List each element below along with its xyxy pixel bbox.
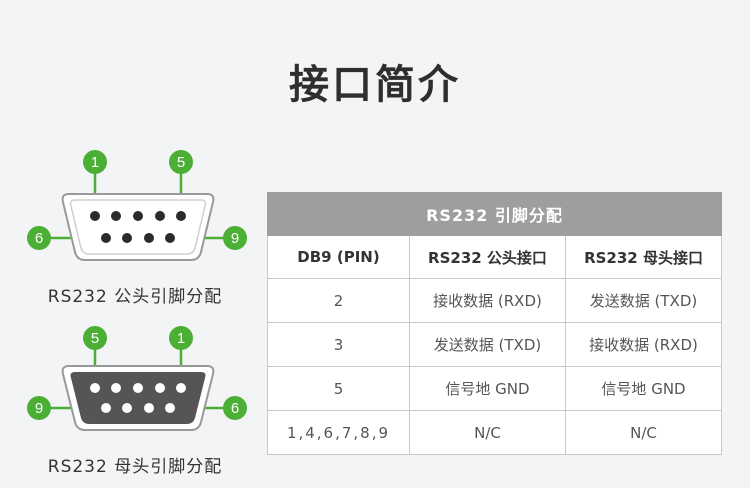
male-function-cell: 发送数据 (TXD): [409, 322, 566, 367]
header-female-interface: RS232 母头接口: [564, 235, 723, 279]
male-pin-5-badge: [169, 150, 193, 174]
male-pin-1-badge: [83, 150, 107, 174]
male-connector-drawing: 1 5 6 9: [27, 150, 247, 261]
pin-number-cell: 5: [267, 366, 410, 411]
female-pin-9-badge: [27, 396, 51, 420]
pin-assignment-table: RS232 引脚分配 DB9 (PIN) RS232 公头接口 RS232 母头…: [266, 192, 723, 455]
male-pin-6-badge: [27, 226, 51, 250]
female-function-cell: N/C: [564, 410, 723, 455]
page-title: 接口简介: [289, 62, 461, 108]
table-title: RS232 引脚分配: [266, 192, 723, 236]
male-connector-diagram: 1 5 6 9: [25, 148, 255, 278]
pin-number-cell: 2: [267, 278, 410, 323]
male-pin-9-badge: [223, 226, 247, 250]
male-label-bottom-left: 6: [35, 230, 43, 247]
pin-number-cell: 1,4,6,7,8,9: [267, 410, 410, 455]
table-row: 3 发送数据 (TXD) 接收数据 (RXD): [267, 322, 723, 367]
female-label-bottom-left: 9: [35, 400, 43, 417]
female-function-cell: 信号地 GND: [564, 366, 723, 411]
female-pin-5-badge: [83, 326, 107, 350]
male-label-bottom-right: 9: [231, 230, 239, 247]
male-connector-caption: RS232 公头引脚分配: [47, 287, 223, 307]
female-connector-caption: RS232 母头引脚分配: [47, 457, 223, 477]
female-function-cell: 发送数据 (TXD): [564, 278, 723, 323]
header-db9-pin: DB9 (PIN): [267, 235, 410, 279]
male-shell: [61, 193, 215, 261]
table-row: 1,4,6,7,8,9 N/C N/C: [267, 410, 723, 455]
female-label-top-right: 1: [177, 330, 185, 347]
female-function-cell: 接收数据 (RXD): [564, 322, 723, 367]
female-connector-diagram: 5 1 9 6: [25, 324, 255, 454]
female-label-bottom-right: 6: [231, 400, 239, 417]
female-pins: [90, 383, 186, 413]
male-function-cell: N/C: [409, 410, 566, 455]
table-header-row: DB9 (PIN) RS232 公头接口 RS232 母头接口: [267, 235, 723, 279]
female-label-top-left: 5: [91, 330, 99, 347]
female-pin-1-badge: [169, 326, 193, 350]
male-label-top-left: 1: [91, 154, 99, 171]
female-connector-drawing: 5 1 9 6: [27, 326, 247, 431]
male-function-cell: 接收数据 (RXD): [409, 278, 566, 323]
female-pin-6-badge: [223, 396, 247, 420]
table-row: 2 接收数据 (RXD) 发送数据 (TXD): [267, 278, 723, 323]
table-row: 5 信号地 GND 信号地 GND: [267, 366, 723, 411]
pin-number-cell: 3: [267, 322, 410, 367]
male-function-cell: 信号地 GND: [409, 366, 566, 411]
male-pins: [90, 211, 186, 243]
header-male-interface: RS232 公头接口: [409, 235, 566, 279]
female-shell: [70, 372, 206, 424]
male-label-top-right: 5: [177, 154, 185, 171]
